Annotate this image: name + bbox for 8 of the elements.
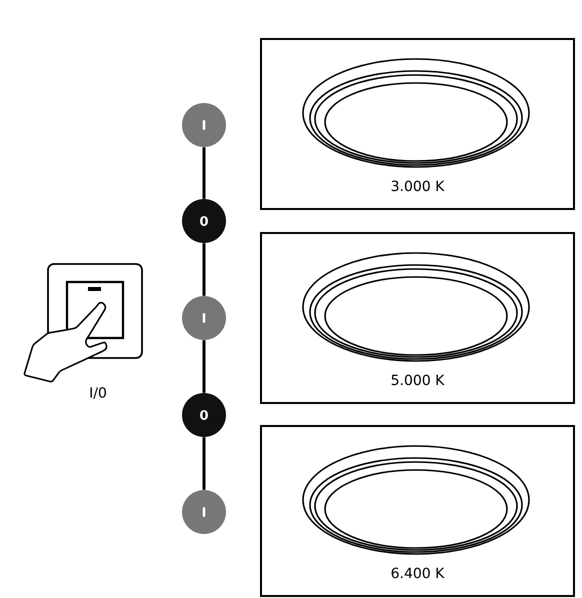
connector-line xyxy=(202,437,206,490)
switch-label: I/0 xyxy=(90,387,106,399)
lamp-panel: 3.000 K xyxy=(260,38,575,210)
lamp-panel: 6.400 K xyxy=(260,425,575,597)
connector-line xyxy=(202,147,206,199)
connector-line xyxy=(202,340,206,393)
lamp-panel: 5.000 K xyxy=(260,232,575,404)
connector-line xyxy=(202,243,206,296)
